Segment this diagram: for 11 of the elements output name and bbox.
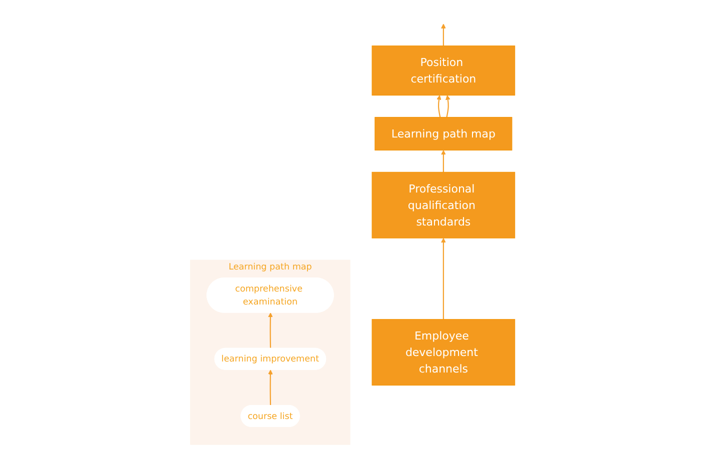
arrow bbox=[268, 312, 274, 348]
node-box: Professional qualification standards bbox=[372, 172, 516, 238]
arrow bbox=[441, 24, 446, 46]
arrow bbox=[441, 238, 446, 320]
arrow bbox=[441, 150, 446, 172]
node-box: Employee development channels bbox=[372, 319, 516, 386]
arrow bbox=[436, 95, 442, 118]
arrow bbox=[446, 95, 451, 118]
node-box: Learning path map bbox=[375, 116, 513, 150]
node-box: Position certification bbox=[372, 46, 516, 96]
arrow bbox=[268, 370, 274, 406]
